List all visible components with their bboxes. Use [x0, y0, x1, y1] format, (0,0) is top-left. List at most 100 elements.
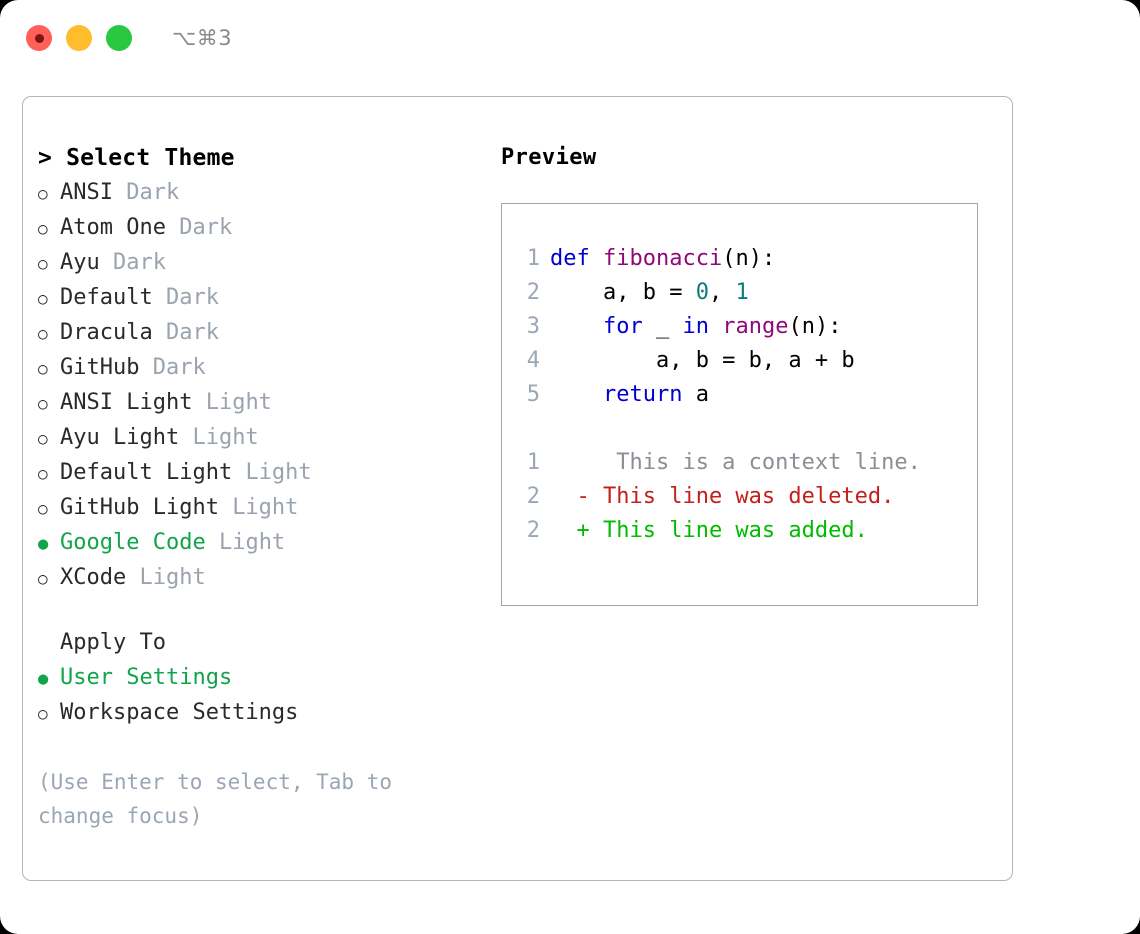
code-token-txt: a, b =	[550, 280, 696, 305]
theme-option-xcode[interactable]: ○ XCode Light	[38, 561, 488, 596]
code-token-txt	[550, 382, 603, 407]
theme-picker-column: > Select Theme ○ANSI Dark○Atom One Dark○…	[38, 145, 488, 833]
code-text: a, b = b, a + b	[550, 344, 855, 378]
code-token-kw: in	[682, 314, 709, 339]
code-text: return a	[550, 378, 709, 412]
code-token-kw: return	[602, 382, 683, 407]
window-controls	[26, 25, 132, 51]
theme-option-label: XCode	[60, 565, 140, 590]
code-text: for _ in range(n):	[550, 310, 841, 344]
theme-option-default[interactable]: ○ Default Dark	[38, 281, 488, 316]
spacer-bullet: ○	[38, 627, 60, 661]
minimize-button[interactable]	[66, 25, 92, 51]
theme-option-kind: Light	[232, 495, 299, 520]
radio-unselected-icon: ○	[38, 324, 48, 343]
theme-option-github-light[interactable]: ○ GitHub Light Light	[38, 491, 488, 526]
theme-option-kind: Dark	[179, 215, 233, 240]
theme-option-kind: Light	[139, 565, 206, 590]
maximize-button[interactable]	[106, 25, 132, 51]
theme-option-kind: Light	[218, 530, 286, 555]
theme-option-kind: Light	[205, 390, 272, 415]
line-number: 1	[526, 246, 540, 271]
theme-option-list: ○ANSI Dark○Atom One Dark○Ayu Dark○Defaul…	[38, 176, 488, 596]
theme-option-atom-one[interactable]: ○ Atom One Dark	[38, 211, 488, 246]
theme-option-kind: Dark	[165, 320, 219, 345]
theme-option-label: ANSI	[60, 180, 127, 205]
radio-unselected-icon: ○	[38, 254, 48, 273]
preview-title: Preview	[501, 145, 597, 170]
theme-option-ansi[interactable]: ○ ANSI Dark	[38, 176, 488, 211]
radio-unselected-icon: ○	[38, 289, 48, 308]
code-token-txt: a	[682, 382, 709, 407]
apply-to-option-list: ●User Settings○Workspace Settings	[38, 661, 488, 731]
theme-option-ansi-light[interactable]: ○ ANSI Light Light	[38, 386, 488, 421]
code-token-txt: a, b = b, a + b	[550, 348, 855, 373]
code-token-fn: range	[722, 314, 789, 339]
diff-line-ctx: 1 This is a context line.	[516, 446, 977, 480]
code-token-kw: for	[602, 314, 643, 339]
apply-to-option-user-settings[interactable]: ●User Settings	[38, 661, 488, 696]
theme-picker-header: > Select Theme	[38, 145, 235, 171]
code-token-txt	[550, 314, 603, 339]
keyboard-hint-text: (Use Enter to select, Tab to change focu…	[38, 770, 393, 828]
theme-option-label: Default Light	[60, 460, 246, 485]
code-spacer	[516, 412, 977, 446]
apply-to-header: ○ Apply To	[38, 626, 488, 661]
theme-option-label: Ayu Light	[60, 425, 193, 450]
theme-option-label: ANSI Light	[60, 390, 206, 415]
theme-option-github[interactable]: ○GitHub Dark	[38, 351, 488, 386]
theme-option-ayu[interactable]: ○Ayu Dark	[38, 246, 488, 281]
diff-line-del: 2 - This line was deleted.	[516, 480, 977, 514]
diff-text: This is a context line.	[550, 450, 921, 475]
code-line: 5 return a	[516, 378, 977, 412]
line-number: 1	[526, 450, 540, 475]
theme-option-default-light[interactable]: ○Default Light Light	[38, 456, 488, 491]
line-number: 2	[526, 484, 540, 509]
keyboard-shortcut-label: ⌥⌘3	[172, 26, 233, 50]
diff-line-add: 2 + This line was added.	[516, 514, 977, 548]
code-token-txt: ,	[708, 280, 736, 305]
line-number: 3	[526, 314, 540, 339]
code-token-num: 0	[695, 280, 709, 305]
radio-unselected-icon: ○	[38, 219, 48, 238]
theme-option-label: Atom One	[60, 215, 180, 240]
code-line: 4 a, b = b, a + b	[516, 344, 977, 378]
theme-option-label: Default	[60, 285, 166, 310]
code-text: a, b = 0, 1	[550, 276, 749, 310]
content-panel: > Select Theme ○ANSI Dark○Atom One Dark○…	[22, 96, 1013, 881]
theme-option-dracula[interactable]: ○ Dracula Dark	[38, 316, 488, 351]
radio-selected-icon: ●	[38, 534, 49, 554]
apply-to-option-workspace-settings[interactable]: ○Workspace Settings	[38, 696, 488, 731]
radio-unselected-icon: ○	[38, 184, 48, 203]
diff-sample: 1 This is a context line.2 - This line w…	[516, 446, 977, 548]
apply-to-label: Apply To	[60, 630, 166, 655]
theme-option-kind: Light	[192, 425, 259, 450]
code-line: 3 for _ in range(n):	[516, 310, 977, 344]
theme-option-kind: Dark	[126, 180, 180, 205]
line-number: 2	[526, 518, 540, 543]
line-number: 5	[526, 382, 540, 407]
theme-option-label: GitHub Light	[60, 495, 233, 520]
radio-unselected-icon: ○	[38, 499, 48, 518]
code-token-fn: fibonacci	[602, 246, 723, 271]
radio-unselected-icon: ○	[38, 429, 48, 448]
code-token-txt	[709, 314, 722, 339]
theme-option-google-code[interactable]: ●Google Code Light	[38, 526, 488, 561]
code-token-punc: (n):	[788, 314, 842, 339]
radio-unselected-icon: ○	[38, 569, 48, 588]
radio-unselected-icon: ○	[38, 394, 48, 413]
theme-option-kind: Dark	[165, 285, 219, 310]
theme-option-label: GitHub	[60, 355, 153, 380]
radio-unselected-icon: ○	[38, 704, 48, 723]
apply-to-option-label: User Settings	[60, 665, 233, 690]
close-button[interactable]	[26, 25, 52, 51]
theme-option-label: Ayu	[60, 250, 113, 275]
theme-option-label: Dracula	[60, 320, 166, 345]
code-token-kw: def	[550, 246, 603, 271]
theme-option-ayu-light[interactable]: ○ Ayu Light Light	[38, 421, 488, 456]
code-token-num: 1	[735, 280, 749, 305]
